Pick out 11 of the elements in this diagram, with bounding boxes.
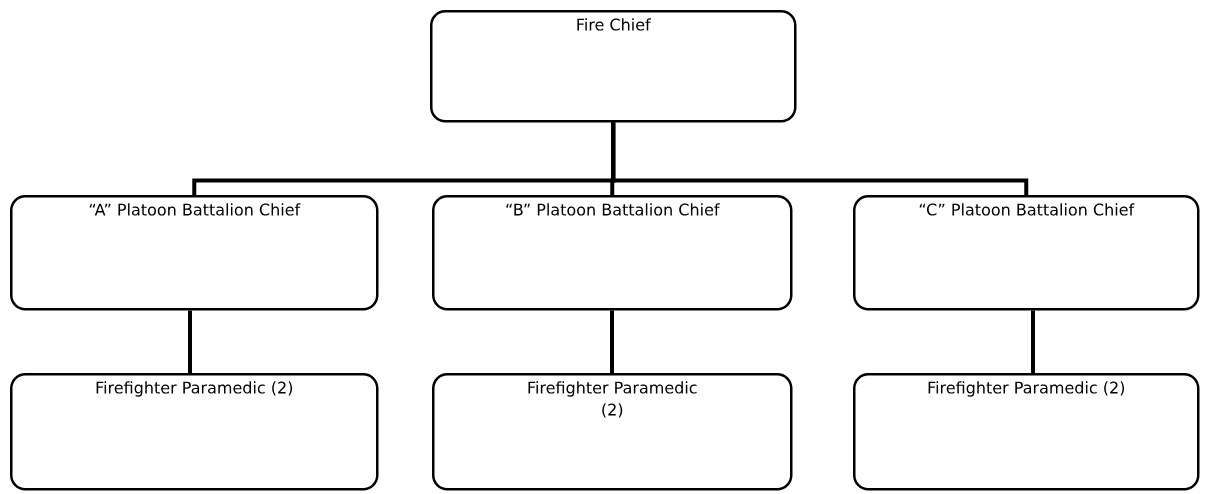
org-box: Firefighter Paramedic (2) [10, 373, 379, 491]
org-box: “A” Platoon Battalion Chief [10, 195, 379, 311]
connector-line [610, 310, 614, 373]
connector-line [1031, 310, 1035, 373]
org-box: “B” Platoon Battalion Chief [432, 195, 793, 311]
org-box: “C” Platoon Battalion Chief [853, 195, 1200, 311]
connector-line [611, 122, 1029, 195]
org-box: Firefighter Paramedic (2) [853, 373, 1200, 491]
org-box: Fire Chief [430, 10, 797, 123]
connector-line [188, 310, 192, 373]
org-box: Firefighter Paramedic (2) [432, 373, 793, 491]
